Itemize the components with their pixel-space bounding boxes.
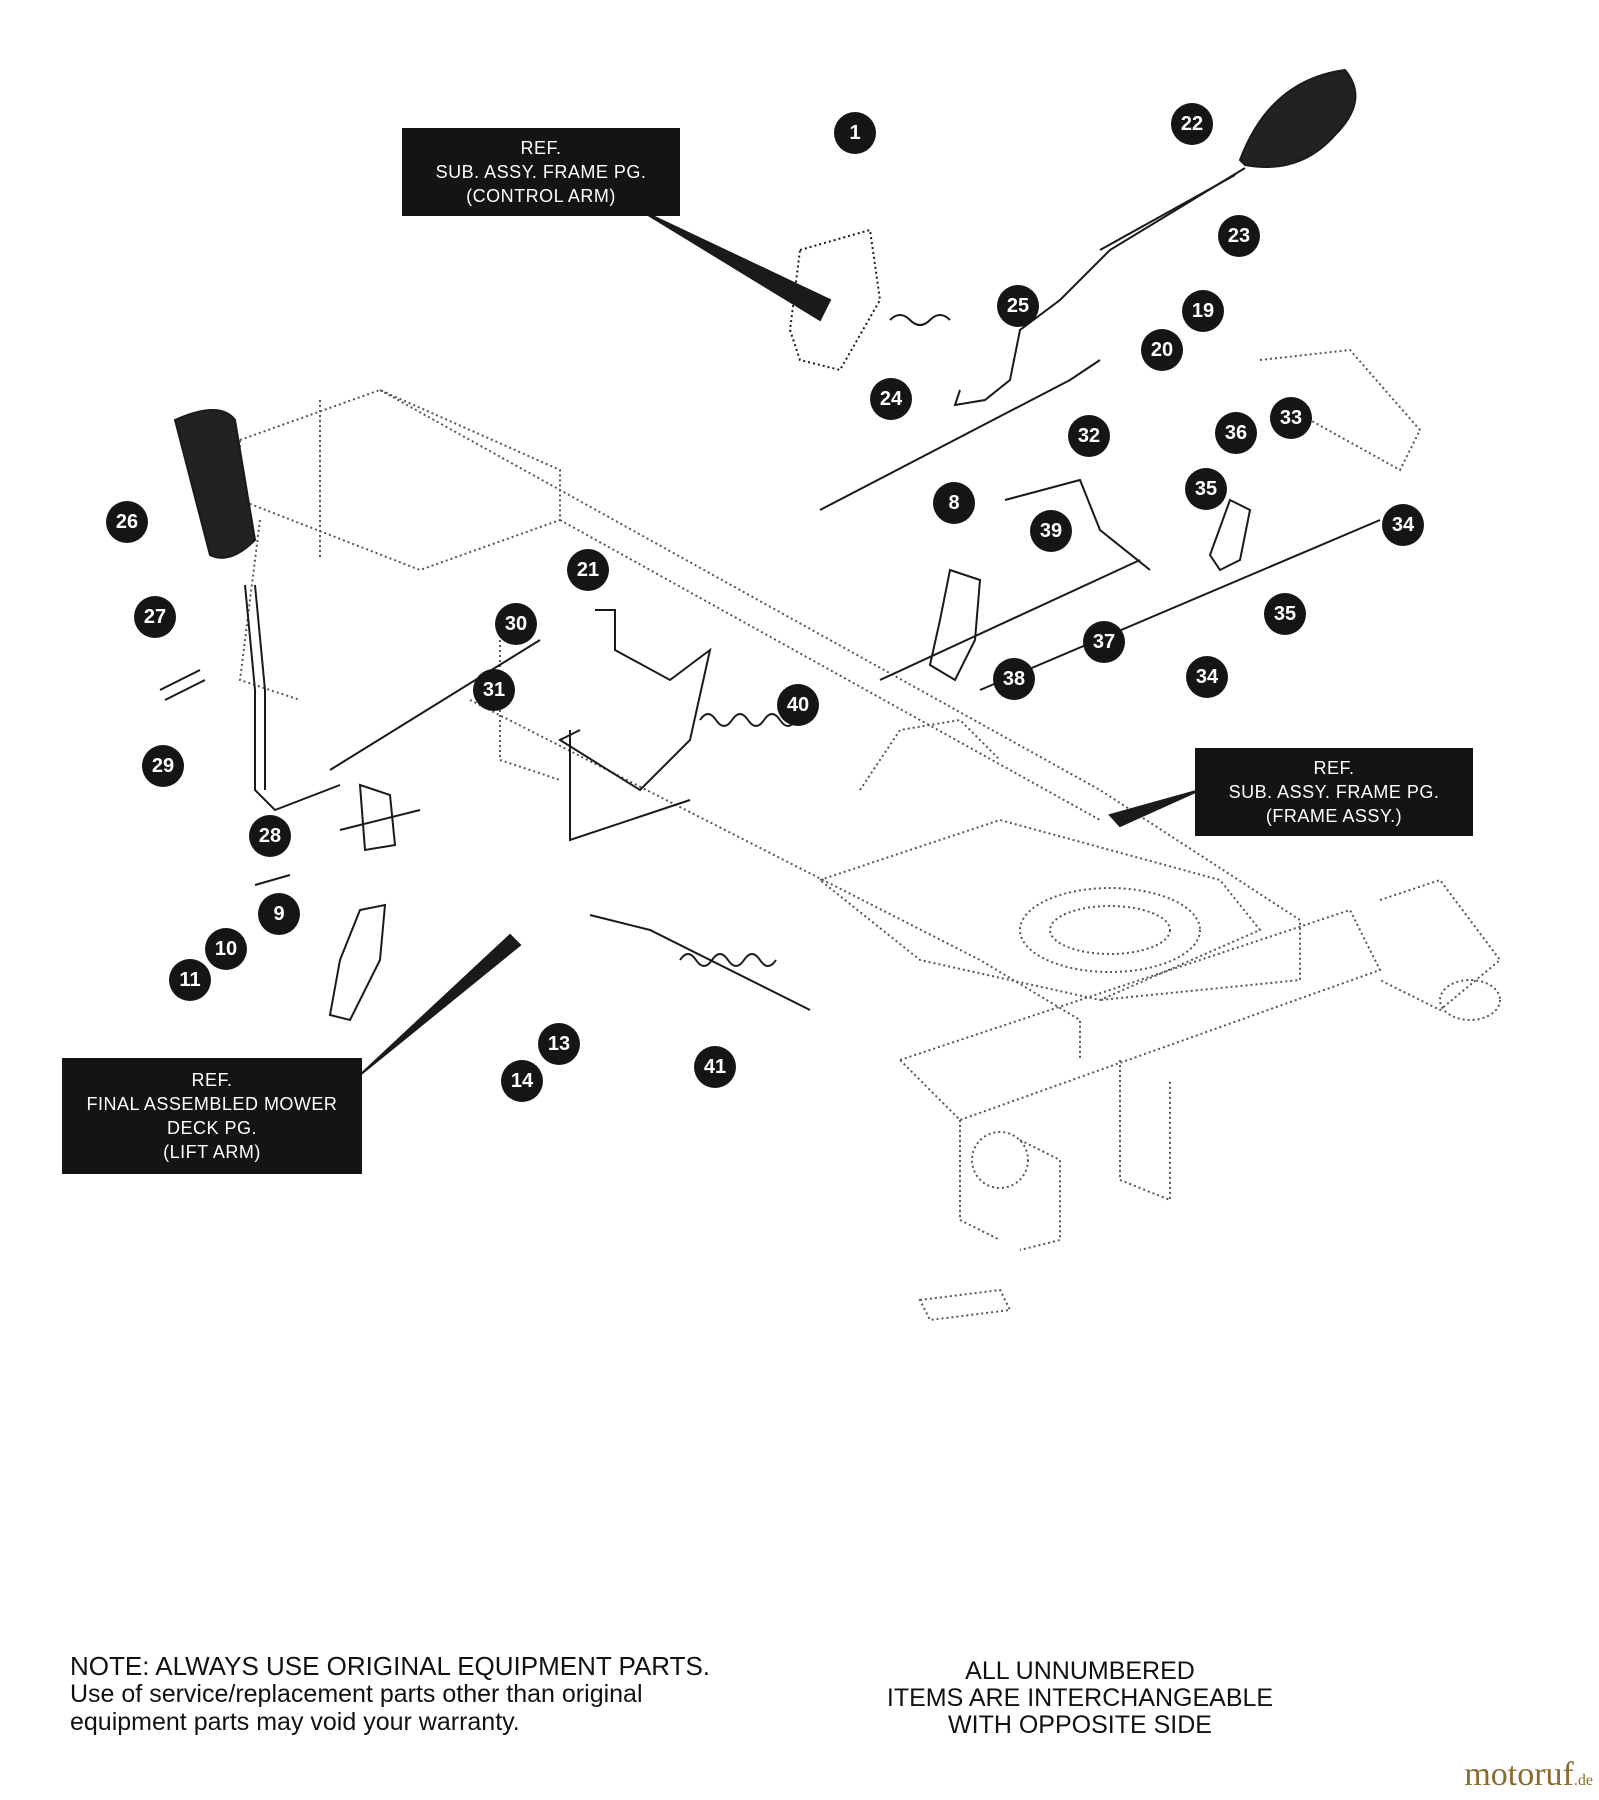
- part-callout: 19: [1182, 290, 1224, 332]
- part-callout: 35: [1264, 593, 1306, 635]
- note-heading: NOTE: ALWAYS USE ORIGINAL EQUIPMENT PART…: [70, 1651, 711, 1681]
- ref-box-lift-arm: REF. FINAL ASSEMBLED MOWER DECK PG. (LIF…: [62, 1058, 362, 1174]
- watermark-logo: motoruf.de: [1464, 1756, 1593, 1794]
- ref-box-frame-assy: REF. SUB. ASSY. FRAME PG. (FRAME ASSY.): [1195, 748, 1473, 836]
- part-callout: 27: [134, 596, 176, 638]
- part-callout: 24: [870, 378, 912, 420]
- ref-line: REF.: [520, 138, 562, 158]
- frame-outline: [238, 348, 1502, 1322]
- part-callout: 39: [1030, 510, 1072, 552]
- part-callout: 41: [694, 1046, 736, 1088]
- part-callout: 36: [1215, 412, 1257, 454]
- ref-line: (CONTROL ARM): [466, 186, 616, 206]
- part-callout: 22: [1171, 103, 1213, 145]
- note-line: ALL UNNUMBERED: [965, 1657, 1195, 1685]
- warranty-note: NOTE: ALWAYS USE ORIGINAL EQUIPMENT PART…: [70, 1652, 790, 1736]
- part-callout: 34: [1186, 656, 1228, 698]
- ref-line: REF.: [191, 1070, 233, 1090]
- ref-line: REF.: [1313, 758, 1355, 778]
- note-line: Use of service/replacement parts other t…: [70, 1680, 643, 1708]
- part-callout: 40: [777, 684, 819, 726]
- watermark-brand: motoruf: [1464, 1756, 1574, 1793]
- part-callout: 8: [933, 482, 975, 524]
- watermark-suffix: .de: [1573, 1772, 1593, 1789]
- part-callout: 14: [501, 1060, 543, 1102]
- ref-line: SUB. ASSY. FRAME PG.: [435, 162, 647, 182]
- ref-box-control-arm: REF. SUB. ASSY. FRAME PG. (CONTROL ARM): [402, 128, 680, 216]
- note-line: equipment parts may void your warranty.: [70, 1708, 520, 1736]
- part-callout: 26: [106, 501, 148, 543]
- part-callout: 31: [473, 669, 515, 711]
- part-callout: 33: [1270, 397, 1312, 439]
- part-callout: 25: [997, 285, 1039, 327]
- part-callout: 23: [1218, 215, 1260, 257]
- part-callout: 32: [1068, 415, 1110, 457]
- ref-line: (LIFT ARM): [163, 1142, 261, 1162]
- part-callout: 13: [538, 1023, 580, 1065]
- part-callout: 34: [1382, 504, 1424, 546]
- part-callout: 38: [993, 658, 1035, 700]
- part-callout: 10: [205, 928, 247, 970]
- ref-line: DECK PG.: [166, 1118, 258, 1138]
- ref-line: (FRAME ASSY.): [1265, 806, 1403, 826]
- part-callout: 29: [142, 745, 184, 787]
- note-line: WITH OPPOSITE SIDE: [948, 1711, 1212, 1739]
- part-callout: 35: [1185, 468, 1227, 510]
- part-callout: 37: [1083, 621, 1125, 663]
- part-callout: 20: [1141, 329, 1183, 371]
- ref-line: SUB. ASSY. FRAME PG.: [1228, 782, 1440, 802]
- part-lines: [159, 68, 1381, 1076]
- part-callout: 30: [495, 603, 537, 645]
- part-callout: 21: [567, 549, 609, 591]
- part-callout: 9: [258, 893, 300, 935]
- ref-line: FINAL ASSEMBLED MOWER: [86, 1094, 338, 1114]
- part-callout: 1: [834, 112, 876, 154]
- part-callout: 28: [249, 815, 291, 857]
- note-line: ITEMS ARE INTERCHANGEABLE: [886, 1684, 1274, 1712]
- interchangeable-note: ALL UNNUMBERED ITEMS ARE INTERCHANGEABLE…: [860, 1658, 1300, 1739]
- part-callout: 11: [169, 959, 211, 1001]
